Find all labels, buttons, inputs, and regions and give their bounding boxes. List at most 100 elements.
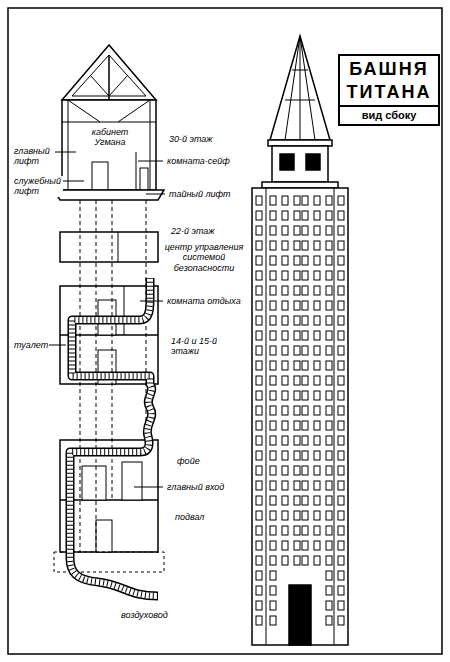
window [338,376,344,385]
window [282,316,288,325]
window [314,256,320,265]
spire [270,36,330,140]
window [302,451,308,460]
post [68,100,69,190]
window [314,466,320,475]
window [326,481,332,490]
window [282,226,288,235]
window [270,196,276,205]
window [302,541,308,550]
window [326,346,332,355]
window [270,586,276,595]
window [294,466,300,475]
window [282,541,288,550]
door [122,462,142,500]
window [338,241,344,250]
window [326,421,332,430]
window [314,421,320,430]
window [338,421,344,430]
door [96,520,112,552]
window [256,226,262,235]
window [314,511,320,520]
wall [118,232,119,262]
window [302,481,308,490]
part-label: центр управления системой безопасности [160,242,248,273]
window [302,436,308,445]
window [314,286,320,295]
window [294,211,300,220]
window [326,211,332,220]
window [314,526,320,535]
window [294,376,300,385]
window [326,541,332,550]
part-label: подвал [174,512,205,522]
king-post [108,55,110,100]
window [314,481,320,490]
window [302,316,308,325]
window [282,496,288,505]
window [282,406,288,415]
window [302,211,308,220]
part-label: воздуховод [120,610,169,620]
window [270,406,276,415]
window [256,421,262,430]
door [82,466,106,500]
window [270,556,276,565]
wall [136,152,137,190]
window [326,616,332,625]
window [302,421,308,430]
air-duct [70,278,158,596]
part-label: комната отдыха [166,296,242,306]
window [294,541,300,550]
tower-body [252,188,348,645]
window [256,571,262,580]
window [256,361,262,370]
window [326,391,332,400]
floor-22 [60,232,158,262]
window [294,361,300,370]
window [326,406,332,415]
window [338,526,344,535]
window [338,316,344,325]
door [140,168,148,190]
window [282,391,288,400]
window [302,511,308,520]
part-label: 30-й этаж [168,134,214,144]
window [326,571,332,580]
window [338,436,344,445]
window [302,271,308,280]
part-label: 14-й и 15-й этажи [170,336,232,357]
window [326,241,332,250]
window [314,211,320,220]
window [338,586,344,595]
window [282,331,288,340]
window [338,466,344,475]
window [270,436,276,445]
window [256,556,262,565]
window [282,211,288,220]
window [326,316,332,325]
window [270,541,276,550]
window [270,526,276,535]
window [314,331,320,340]
window [314,316,320,325]
window [314,451,320,460]
window [302,526,308,535]
foyer-basement [60,440,158,552]
window [282,481,288,490]
top-block [272,146,328,182]
window [302,241,308,250]
window [256,436,262,445]
window [338,406,344,415]
window [302,361,308,370]
leader-lines [46,152,165,487]
window [256,331,262,340]
window [326,451,332,460]
window [338,391,344,400]
window [256,616,262,625]
window [326,361,332,370]
window [256,346,262,355]
window [326,526,332,535]
window [326,331,332,340]
window [306,154,320,170]
